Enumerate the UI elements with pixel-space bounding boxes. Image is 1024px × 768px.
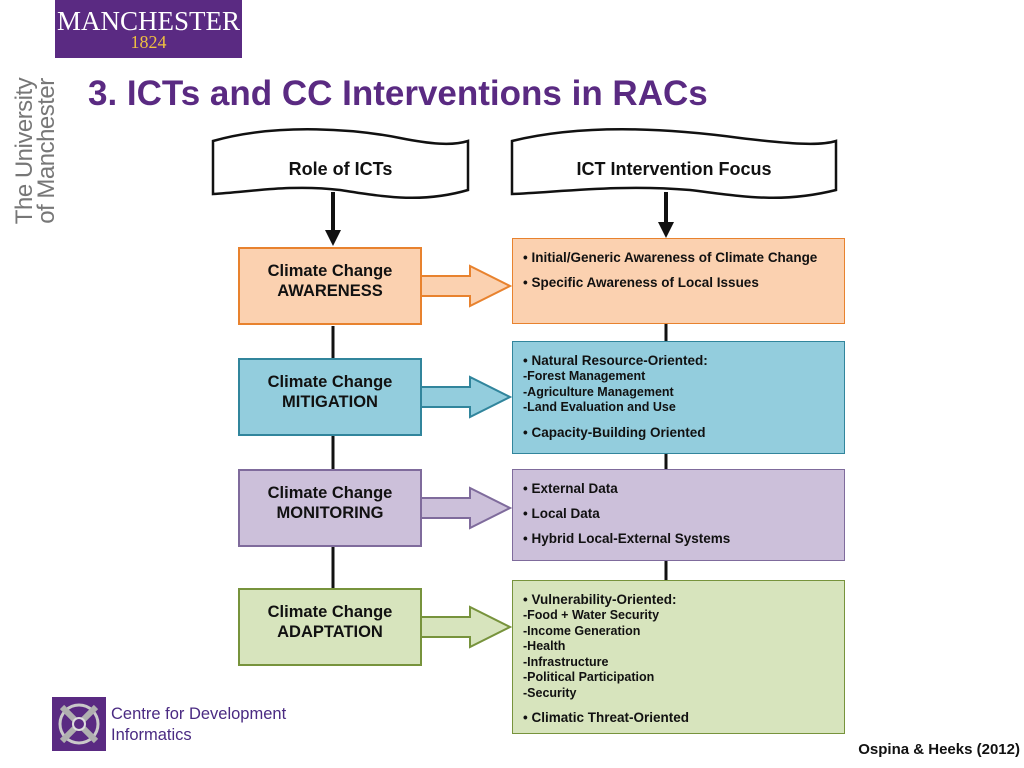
role-box-mitigation: Climate Change MITIGATION	[238, 358, 422, 436]
role-mitigation-line2: MITIGATION	[282, 393, 378, 411]
focus-box-awareness: • Initial/Generic Awareness of Climate C…	[512, 238, 845, 324]
cdi-name-line1: Centre for Development	[111, 705, 287, 723]
focus-adaptation-subitem: -Food + Water Security	[523, 608, 660, 622]
role-box-awareness: Climate Change AWARENESS	[238, 247, 422, 325]
cdi-logo-icon	[52, 697, 106, 751]
logo-wordmark: MANCHESTER	[56, 6, 240, 36]
focus-monitoring-item: • Hybrid Local-External Systems	[523, 531, 731, 546]
focus-adaptation-subitem: -Security	[523, 685, 577, 700]
logo-year: 1824	[130, 32, 167, 52]
role-awareness-line1: Climate Change	[267, 262, 393, 280]
role-adaptation-line2: ADAPTATION	[277, 623, 383, 641]
down-arrow-right	[658, 192, 674, 238]
role-box-adaptation: Climate Change ADAPTATION	[238, 588, 422, 666]
focus-box-monitoring: • External Data • Local Data • Hybrid Lo…	[512, 469, 845, 561]
focus-adaptation-subitem: -Political Participation	[523, 670, 655, 684]
focus-mitigation-subitem: -Agriculture Management	[523, 384, 674, 399]
banner-left	[211, 128, 470, 200]
header-ict-intervention-focus: ICT Intervention Focus	[576, 159, 772, 179]
university-logo: MANCHESTER 1824	[55, 0, 242, 58]
focus-awareness-item: • Initial/Generic Awareness of Climate C…	[523, 250, 818, 265]
block-arrow-adaptation	[420, 605, 513, 649]
role-monitoring-line2: MONITORING	[276, 504, 384, 522]
block-arrow-awareness	[420, 264, 513, 308]
cdi-name-line2: Informatics	[111, 726, 192, 744]
focus-box-adaptation: • Vulnerability-Oriented: -Food + Water …	[512, 580, 845, 734]
role-box-monitoring: Climate Change MONITORING	[238, 469, 422, 547]
block-arrow-monitoring	[420, 486, 513, 530]
focus-adaptation-subitem: -Income Generation	[523, 623, 641, 638]
banner-right	[510, 128, 838, 200]
header-role-of-icts: Role of ICTs	[288, 159, 393, 179]
focus-box-mitigation: • Natural Resource-Oriented: -Forest Man…	[512, 341, 845, 454]
role-mitigation-line1: Climate Change	[267, 373, 393, 391]
role-monitoring-line1: Climate Change	[267, 484, 393, 502]
role-awareness-line2: AWARENESS	[277, 282, 383, 300]
citation: Ospina & Heeks (2012)	[858, 741, 1020, 758]
focus-adaptation-subitem: -Health	[523, 639, 566, 653]
slide-title: 3. ICTs and CC Interventions in RACs	[88, 74, 708, 113]
focus-mitigation-subitem: -Forest Management	[523, 369, 646, 383]
down-arrow-left	[325, 192, 341, 246]
role-adaptation-line1: Climate Change	[267, 603, 393, 621]
focus-awareness-item: • Specific Awareness of Local Issues	[523, 275, 759, 290]
focus-adaptation-item: • Climatic Threat-Oriented	[523, 710, 690, 725]
focus-adaptation-subitem: -Infrastructure	[523, 654, 609, 669]
cdi-name: Centre for Development Informatics	[111, 704, 286, 746]
focus-monitoring-item: • External Data	[523, 481, 618, 496]
focus-mitigation-item: • Natural Resource-Oriented:	[523, 353, 708, 368]
focus-mitigation-subitem: -Land Evaluation and Use	[523, 400, 676, 414]
block-arrow-mitigation	[420, 375, 513, 419]
focus-mitigation-item: • Capacity-Building Oriented	[523, 424, 706, 440]
focus-monitoring-item: • Local Data	[523, 506, 600, 521]
focus-adaptation-item: • Vulnerability-Oriented:	[523, 592, 677, 607]
